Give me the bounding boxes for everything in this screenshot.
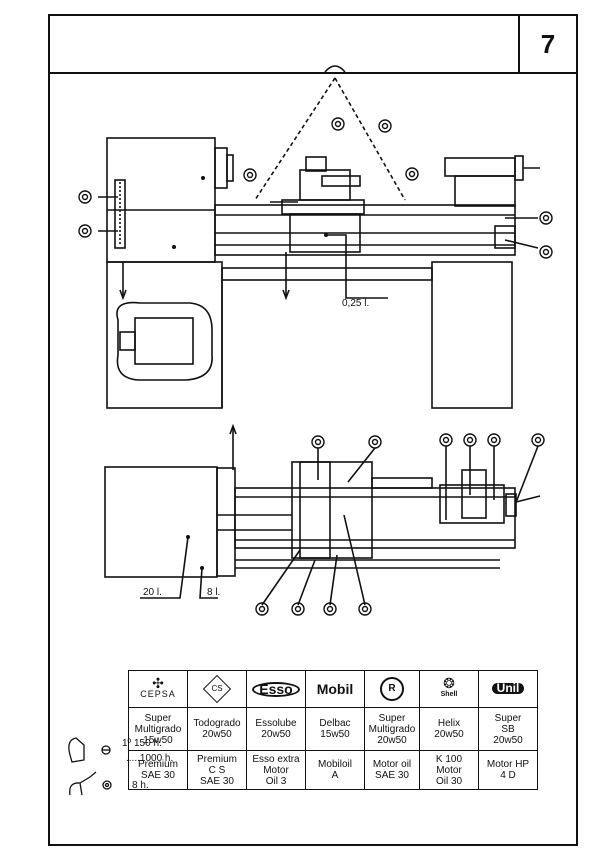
brand-cell: Esso bbox=[246, 670, 306, 708]
r-logo-icon: R bbox=[380, 677, 404, 701]
lube-point-icon bbox=[539, 245, 553, 259]
page-number: 7 bbox=[518, 16, 576, 72]
lube-point-legend-icon bbox=[102, 780, 112, 790]
lube-point-icon bbox=[331, 117, 345, 131]
brand-cell: CS bbox=[187, 670, 247, 708]
lubrication-sheet: 7 bbox=[48, 14, 578, 846]
header-row: 7 bbox=[50, 16, 576, 74]
lubrication-point-icons bbox=[78, 117, 553, 616]
plan-carriage bbox=[291, 461, 373, 559]
esso-logo-icon: Esso bbox=[252, 681, 300, 697]
oil-qty-base-left: 20 l. bbox=[143, 587, 162, 598]
oil-gun-icon bbox=[69, 771, 97, 796]
lubricant-table: ✣ CEPSA CS Esso Mobil R ❂ Shell Unil Sup… bbox=[128, 670, 538, 790]
brand-cell: ❂ Shell bbox=[419, 670, 479, 708]
lube-point-icon bbox=[487, 433, 501, 447]
left-cabinet bbox=[106, 261, 223, 409]
lube-point-icon bbox=[439, 433, 453, 447]
right-cabinet bbox=[431, 261, 513, 409]
brand-name: CEPSA bbox=[140, 689, 176, 699]
lube-point-icon bbox=[291, 602, 305, 616]
lube-point-icon bbox=[78, 190, 92, 204]
lube-point-icon bbox=[243, 168, 257, 182]
brand-row: ✣ CEPSA CS Esso Mobil R ❂ Shell Unil bbox=[128, 670, 538, 708]
cepsa-logo-icon: ✣ bbox=[152, 675, 164, 691]
lube-point-icon bbox=[378, 119, 392, 133]
oilcan-icon bbox=[68, 737, 85, 763]
cs-logo-icon: CS bbox=[202, 674, 232, 704]
level-indicator-icon bbox=[101, 745, 111, 755]
brand-cell: Unil bbox=[478, 670, 538, 708]
plan-headstock bbox=[104, 466, 218, 578]
oil-qty-front: 0,25 l. bbox=[342, 298, 369, 309]
brand-cell: R bbox=[364, 670, 420, 708]
lube-point-icon bbox=[358, 602, 372, 616]
headstock bbox=[106, 137, 216, 263]
lube-point-icon bbox=[531, 433, 545, 447]
oil-qty-base-right: 8 l. bbox=[207, 587, 220, 598]
brand-name: Shell bbox=[440, 691, 458, 698]
carriage-apron bbox=[289, 213, 361, 253]
lube-point-icon bbox=[323, 602, 337, 616]
mobil-logo-icon: Mobil bbox=[316, 680, 354, 697]
lube-point-icon bbox=[539, 211, 553, 225]
shell-logo-icon: ❂ bbox=[443, 675, 455, 691]
lube-point-icon bbox=[368, 435, 382, 449]
lube-point-icon bbox=[463, 433, 477, 447]
lube-point-icon bbox=[311, 435, 325, 449]
lube-point-icon bbox=[255, 602, 269, 616]
lube-point-icon bbox=[405, 167, 419, 181]
lube-point-icon bbox=[78, 224, 92, 238]
brand-cell: ✣ CEPSA bbox=[128, 670, 188, 708]
unil-logo-icon: Unil bbox=[491, 682, 525, 694]
lathe-bed bbox=[214, 204, 516, 256]
brand-cell: Mobil bbox=[305, 670, 365, 708]
